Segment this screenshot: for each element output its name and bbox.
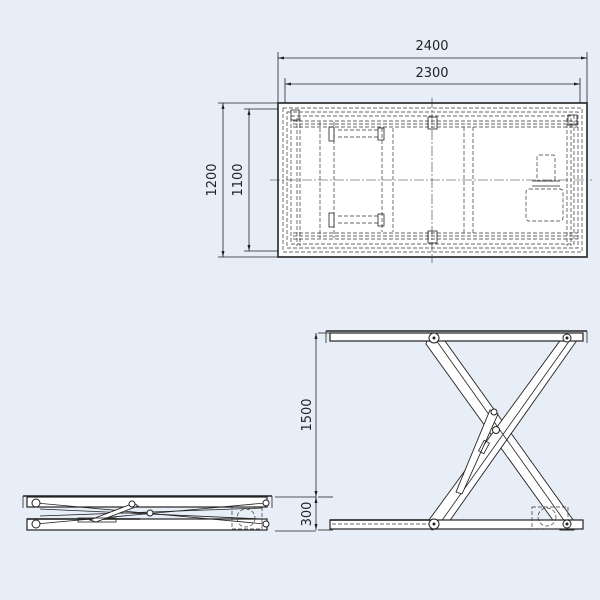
hinge-block-tr: [567, 114, 578, 126]
dim-1100-label: 1100: [231, 163, 246, 196]
dimension-overall-width: 1200: [205, 102, 278, 258]
pump-unit: [525, 154, 564, 222]
hydraulic-cylinder: [455, 408, 499, 495]
center-pivot-pin: [492, 426, 500, 434]
dimension-overall-length: 2400: [277, 39, 588, 104]
hinge-block-bottom-center: [427, 230, 438, 244]
lowered-pin-top-left: [31, 498, 41, 508]
side-view-lowered: 300: [22, 495, 316, 532]
dim-1200-label: 1200: [205, 163, 220, 196]
lowered-center-pin: [146, 509, 154, 517]
hinge-block-tl: [290, 109, 300, 121]
dim-300-label: 300: [300, 502, 315, 527]
dim-2400-label: 2400: [415, 39, 448, 54]
lowered-pin-bottom-left: [31, 519, 41, 529]
dimension-inner-length: 2300: [284, 66, 581, 104]
hinge-block-top-center: [427, 116, 438, 130]
base-frame: [329, 519, 584, 530]
dim-1500-label: 1500: [300, 398, 315, 431]
top-platform: [329, 332, 584, 342]
side-view-raised: 1500 300: [300, 330, 588, 531]
motor-outline: [531, 506, 569, 530]
dim-2300-label: 2300: [415, 66, 448, 81]
lowered-pin-bottom-right: [262, 520, 270, 528]
top-view: 2400 2300 1200 1100: [205, 39, 592, 263]
lowered-cylinder-pin: [128, 500, 136, 508]
lowered-pin-top-right: [262, 499, 270, 507]
